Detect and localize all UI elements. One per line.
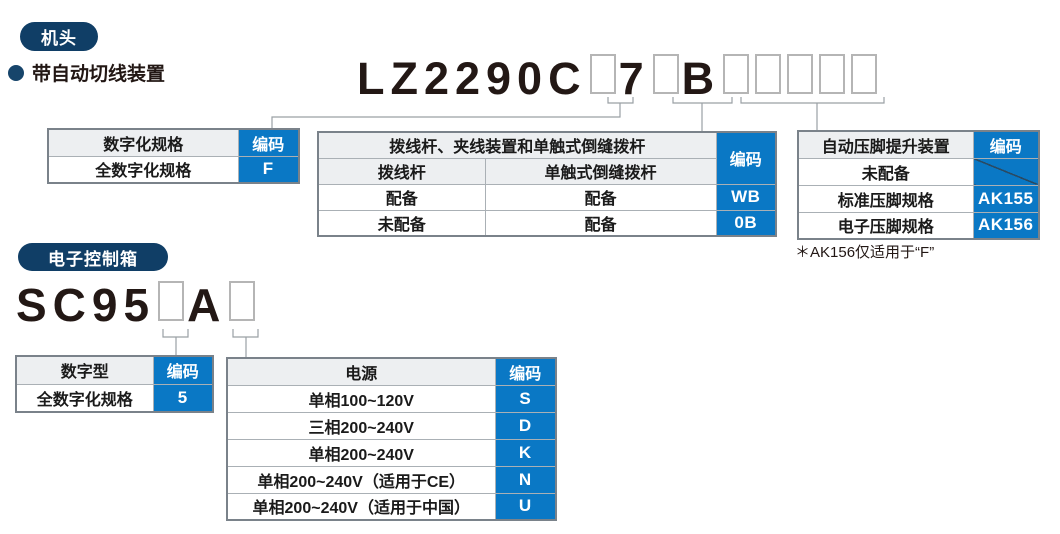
label-cell: 单相200~240V（适用于中国） (226, 492, 496, 521)
placeholder-box (755, 54, 782, 94)
placeholder-box (589, 54, 616, 94)
header-cell: 自动压脚提升装置 (797, 130, 974, 159)
label-cell: 电子压脚规格 (797, 211, 974, 240)
code-cell: WB (715, 183, 777, 211)
feature-note: 带自动切线装置 (8, 59, 165, 86)
section-badge-control-box: 电子控制箱 (18, 243, 168, 271)
model-chars: A (187, 279, 227, 331)
model-chars: B (681, 53, 721, 104)
code-header-cell: 编码 (715, 131, 777, 185)
label-cell: 未配备 (797, 157, 974, 186)
code-header-cell: 编码 (152, 355, 214, 385)
placeholder-box (851, 54, 878, 94)
code-cell: F (237, 155, 300, 184)
label-cell: 配备 (317, 183, 486, 211)
box-model-connectors (162, 329, 259, 357)
code-header-cell: 编码 (237, 128, 300, 157)
label-cell: 未配备 (317, 209, 486, 237)
code-cell: N (494, 465, 557, 494)
model-chars: LZ2290C (357, 53, 587, 104)
table-row: 单相200~240V（适用于中国）U (226, 492, 557, 521)
code-cell-empty-diagonal (972, 157, 1040, 186)
table-row: 拨线杆单触式倒缝拨杆 (317, 157, 776, 185)
bullet-icon (8, 64, 24, 81)
label-cell: 全数字化规格 (15, 383, 154, 413)
label-cell: 单相200~240V (226, 438, 496, 467)
table-row: 自动压脚提升装置编码 (797, 130, 1040, 159)
placeholder-box (723, 54, 750, 94)
placeholder-box (229, 281, 256, 321)
model-chars: 7 (618, 53, 650, 104)
label-cell: 单相200~240V（适用于CE） (226, 465, 496, 494)
code-cell: D (494, 411, 557, 440)
table-row: 电源编码 (226, 357, 557, 386)
table-row: 数字化规格编码 (47, 128, 300, 157)
code-cell: S (494, 384, 557, 413)
placeholder-box (158, 281, 185, 321)
label-cell: 配备 (484, 209, 717, 237)
header-cell: 拨线杆 (317, 157, 486, 185)
code-cell: AK156 (972, 211, 1040, 240)
code-header-cell: 编码 (494, 357, 557, 386)
table-row: 未配备 (797, 157, 1040, 186)
placeholder-box (787, 54, 814, 94)
code-cell: 0B (715, 209, 777, 237)
model-number-control-box: SC95 A (16, 281, 258, 328)
label-cell: 标准压脚规格 (797, 184, 974, 213)
model-chars: SC95 (16, 279, 156, 331)
label-cell: 全数字化规格 (47, 155, 239, 184)
code-cell: AK155 (972, 184, 1040, 213)
label-cell: 单相100~120V (226, 384, 496, 413)
table-row: 数字型编码 (15, 355, 214, 385)
code-cell: K (494, 438, 557, 467)
footnote-ak156: ＊AK156仅适用于“F” (795, 244, 935, 261)
label-cell: 配备 (484, 183, 717, 211)
table-row: 单相200~240V（适用于CE）N (226, 465, 557, 494)
header-cell: 拨线杆、夹线装置和单触式倒缝拨杆 (317, 131, 717, 159)
table-row: 拨线杆、夹线装置和单触式倒缝拨杆编码 (317, 131, 777, 185)
placeholder-box (819, 54, 846, 94)
section-badge-machine-head: 机头 (20, 22, 98, 51)
header-cell: 电源 (226, 357, 496, 386)
code-cell: U (494, 492, 557, 521)
code-cell: 5 (152, 383, 214, 413)
label-cell: 三相200~240V (226, 411, 496, 440)
header-cell: 单触式倒缝拨杆 (484, 157, 717, 185)
header-cell: 数字型 (15, 355, 154, 385)
header-cell: 数字化规格 (47, 128, 239, 157)
placeholder-box (652, 54, 679, 94)
feature-note-label: 带自动切线装置 (32, 64, 166, 85)
code-header-cell: 编码 (972, 130, 1040, 159)
